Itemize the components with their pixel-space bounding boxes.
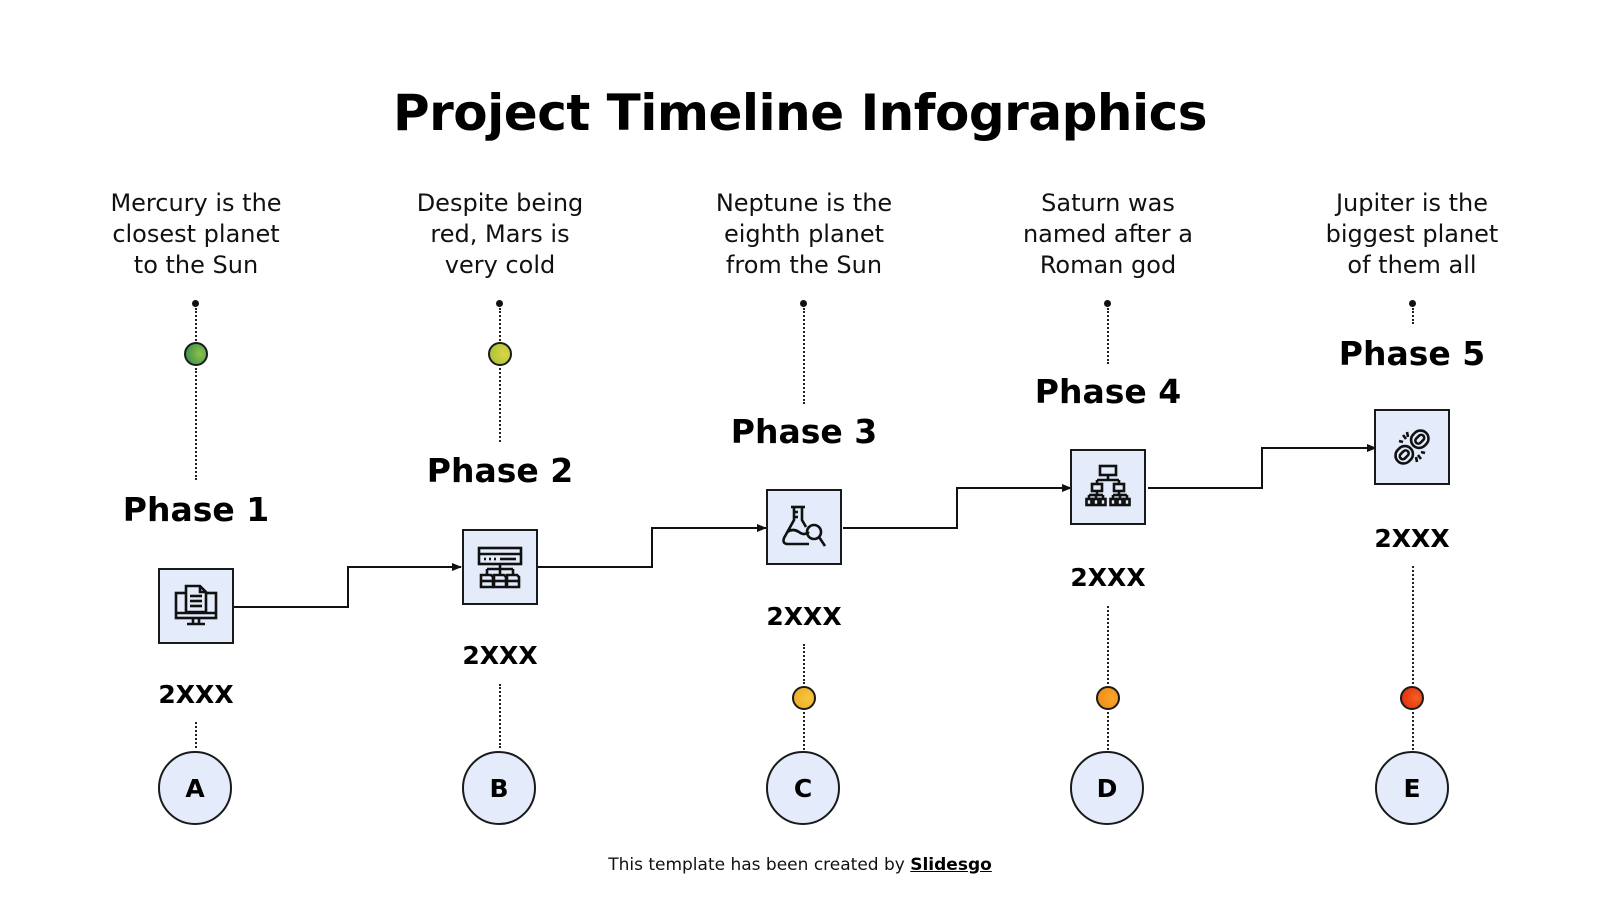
description-line: very cold <box>444 251 556 279</box>
description-line: of them all <box>1347 251 1477 279</box>
phase-1-status-dot <box>184 342 208 366</box>
dotted-line <box>195 368 197 480</box>
connector-1-2 <box>234 563 462 608</box>
dotted-line <box>803 712 805 750</box>
connector-3-4 <box>843 484 1072 529</box>
description-line: to the Sun <box>133 251 259 279</box>
phase-3-year: 2XXX <box>766 602 842 631</box>
page-title: Project Timeline Infographics <box>392 84 1208 142</box>
pin-marker <box>192 300 199 307</box>
dotted-line <box>195 722 197 748</box>
phase-2-status-dot <box>488 342 512 366</box>
phase-4-label: Phase 4 <box>1034 372 1182 411</box>
description-line: named after a <box>1022 220 1194 248</box>
dotted-line <box>499 308 501 344</box>
phase-5-letter-badge[interactable]: E <box>1375 751 1449 825</box>
description-line: eighth planet <box>723 220 885 248</box>
description-line: Roman god <box>1039 251 1177 279</box>
dotted-line <box>1412 712 1414 750</box>
description-line: biggest planet <box>1325 220 1499 248</box>
description-line: from the Sun <box>725 251 883 279</box>
phase-2-year: 2XXX <box>462 641 538 670</box>
footer-text: This template has been created by <box>608 855 911 875</box>
phase-1-label: Phase 1 <box>122 490 270 529</box>
phase-5-label: Phase 5 <box>1338 334 1486 373</box>
phase-3-description: Neptune is the eighth planet from the Su… <box>694 188 914 281</box>
pin-marker <box>496 300 503 307</box>
hierarchy-icon <box>1085 464 1131 507</box>
phase-4-letter-badge[interactable]: D <box>1070 751 1144 825</box>
phase-5-status-dot <box>1400 686 1424 710</box>
dotted-line <box>1412 308 1414 324</box>
phase-1-description: Mercury is the closest planet to the Sun <box>86 188 306 281</box>
phase-1-year: 2XXX <box>158 680 234 709</box>
connector-2-3 <box>538 524 767 568</box>
description-line: Jupiter is the <box>1335 189 1489 217</box>
phase-5-icon-box[interactable] <box>1374 409 1450 485</box>
phase-1-icon-box[interactable] <box>158 568 234 644</box>
phase-2-label: Phase 2 <box>426 451 574 490</box>
flask-search-icon <box>782 505 827 547</box>
pin-marker <box>800 300 807 307</box>
phase-5-year: 2XXX <box>1374 524 1450 553</box>
description-line: Saturn was <box>1041 189 1175 217</box>
dotted-line <box>195 308 197 344</box>
phase-3-icon-box[interactable] <box>766 489 842 565</box>
phase-4-icon-box[interactable] <box>1070 449 1146 525</box>
connector-4-5 <box>1148 444 1377 489</box>
dotted-line <box>803 308 805 404</box>
description-line: closest planet <box>112 220 280 248</box>
description-line: Mercury is the <box>110 189 282 217</box>
description-line: Neptune is the <box>715 189 893 217</box>
description-line: Despite being <box>416 189 584 217</box>
broken-link-icon <box>1394 429 1430 465</box>
phase-1-letter-badge[interactable]: A <box>158 751 232 825</box>
phase-3-status-dot <box>792 686 816 710</box>
phase-2-icon-box[interactable] <box>462 529 538 605</box>
slidesgo-link[interactable]: Slidesgo <box>910 855 992 875</box>
phase-3-letter-badge[interactable]: C <box>766 751 840 825</box>
phase-3-label: Phase 3 <box>730 412 878 451</box>
dotted-line <box>499 684 501 748</box>
server-network-icon <box>477 546 523 589</box>
dotted-line <box>1412 566 1414 684</box>
dotted-line <box>499 368 501 442</box>
dotted-line <box>803 644 805 684</box>
dotted-line <box>1107 606 1109 684</box>
phase-4-status-dot <box>1096 686 1120 710</box>
pin-marker <box>1409 300 1416 307</box>
computer-document-icon <box>174 584 218 626</box>
dotted-line <box>1107 308 1109 364</box>
pin-marker <box>1104 300 1111 307</box>
dotted-line <box>1107 712 1109 750</box>
footer-credit: This template has been created by Slides… <box>0 855 1600 875</box>
phase-2-letter-badge[interactable]: B <box>462 751 536 825</box>
phase-2-description: Despite being red, Mars is very cold <box>390 188 610 281</box>
description-line: red, Mars is <box>430 220 570 248</box>
phase-5-description: Jupiter is the biggest planet of them al… <box>1302 188 1522 281</box>
phase-4-description: Saturn was named after a Roman god <box>998 188 1218 281</box>
phase-4-year: 2XXX <box>1070 563 1146 592</box>
